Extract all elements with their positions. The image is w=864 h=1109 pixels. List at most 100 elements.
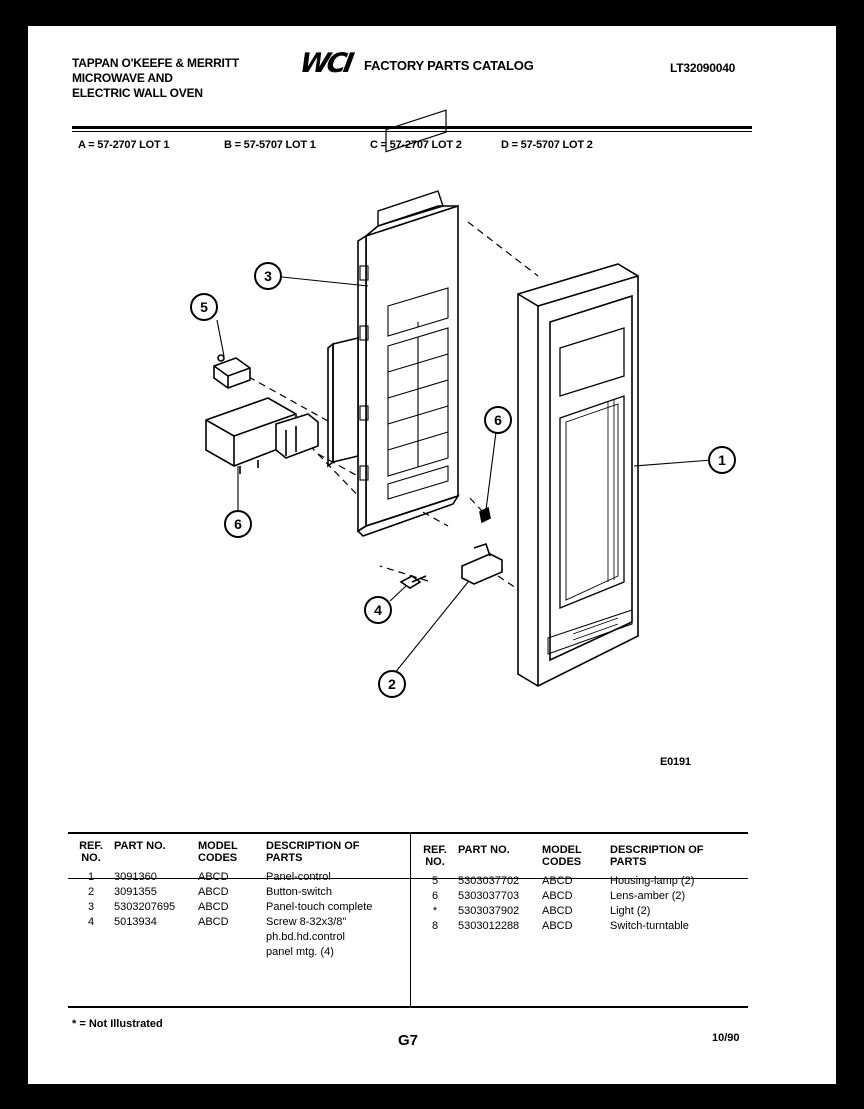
table-header-row: REF. NO. PART NO. MODEL CODES DESCRIPTIO…	[72, 840, 400, 870]
svg-text:6: 6	[494, 412, 502, 428]
desc-line: ph.bd.hd.control	[266, 931, 345, 943]
callout-4: 4	[364, 596, 392, 624]
panel-cover-part	[517, 263, 639, 687]
table-bottom-rule	[68, 1006, 748, 1008]
desc-cell: Screw 8-32x3/8" ph.bd.hd.control panel m…	[266, 915, 400, 960]
ref-cell: 6	[431, 890, 439, 902]
desc-line: panel mtg. (4)	[266, 946, 334, 958]
company-block: TAPPAN O'KEEFE & MERRITT MICROWAVE AND E…	[72, 56, 239, 101]
catalog-title: FACTORY PARTS CATALOG	[364, 58, 534, 73]
svg-text:2: 2	[388, 676, 396, 692]
catalog-date: 10/90	[712, 1032, 740, 1044]
part-cell: 5303207695	[114, 901, 176, 913]
part-cell: 5303037703	[458, 890, 520, 902]
header-part: PART NO.	[114, 840, 166, 852]
diagram-code: E0191	[660, 756, 691, 768]
parts-table-left: REF. NO. PART NO. MODEL CODES DESCRIPTIO…	[72, 840, 400, 960]
header-desc: DESCRIPTION OF PARTS	[610, 844, 704, 868]
callout-2: 2	[378, 670, 406, 698]
header-part: PART NO.	[458, 844, 510, 856]
model-cell: ABCD	[542, 890, 573, 902]
ref-cell: 8	[431, 920, 439, 932]
table-column-divider	[410, 834, 411, 1006]
table-header-row: REF. NO. PART NO. MODEL CODES DESCRIPTIO…	[416, 844, 724, 874]
model-cell: ABCD	[542, 920, 573, 932]
table-top-rule	[68, 832, 748, 834]
table-row: 3 5303207695 ABCD Panel-touch complete	[72, 900, 400, 915]
table-row: * 5303037902 ABCD Light (2)	[416, 904, 724, 919]
housing-lamp-part	[213, 354, 251, 389]
parts-table-right: REF. NO. PART NO. MODEL CODES DESCRIPTIO…	[416, 844, 724, 934]
part-cell: 3091355	[114, 886, 157, 898]
part-cell: 5303037702	[458, 875, 520, 887]
callout-6-switch: 6	[224, 510, 252, 538]
part-cell: 5303037902	[458, 905, 520, 917]
svg-text:3: 3	[264, 268, 272, 284]
desc-line: Screw 8-32x3/8"	[266, 916, 347, 928]
exploded-parts-diagram: 3 5 6 1 6 4 2	[190, 109, 736, 698]
lot-c: C = 57-2707 LOT 2	[370, 139, 462, 151]
header-model: MODEL CODES	[542, 844, 582, 868]
svg-text:5: 5	[200, 299, 208, 315]
button-switch-part	[461, 542, 503, 585]
model-cell: ABCD	[198, 886, 229, 898]
part-cell: 3091360	[114, 871, 157, 883]
company-line-3: ELECTRIC WALL OVEN	[72, 86, 203, 100]
desc-cell: Housing-lamp (2)	[610, 875, 695, 887]
ref-cell: 1	[87, 871, 95, 883]
callout-1: 1	[708, 446, 736, 474]
part-cell: 5303012288	[458, 920, 520, 932]
header-desc: DESCRIPTION OF PARTS	[266, 840, 360, 864]
desc-cell: Lens-amber (2)	[610, 890, 686, 902]
page-number: G7	[398, 1032, 419, 1049]
desc-cell: Panel-control	[266, 871, 331, 883]
ref-cell: *	[432, 905, 438, 917]
model-cell: ABCD	[198, 916, 229, 928]
lot-b: B = 57-5707 LOT 1	[224, 139, 316, 151]
catalog-page: TAPPAN O'KEEFE & MERRITT MICROWAVE AND E…	[28, 26, 836, 1084]
table-row: 2 3091355 ABCD Button-switch	[72, 885, 400, 900]
screw-part	[399, 575, 427, 589]
lot-a: A = 57-2707 LOT 1	[78, 139, 170, 151]
callout-6-lens: 6	[484, 406, 512, 434]
header-rule-thin	[72, 131, 752, 132]
svg-text:4: 4	[374, 602, 382, 618]
model-number: LT32090040	[670, 61, 736, 75]
table-row: 4 5013934 ABCD Screw 8-32x3/8" ph.bd.hd.…	[72, 915, 400, 960]
lens-amber-part	[479, 506, 491, 524]
desc-cell: Light (2)	[610, 905, 651, 917]
table-header-rule	[68, 878, 748, 879]
company-line-1: TAPPAN O'KEEFE & MERRITT	[72, 56, 239, 70]
callout-3: 3	[254, 262, 282, 290]
model-cell: ABCD	[542, 875, 573, 887]
ref-cell: 5	[431, 875, 439, 887]
table-row: 5 5303037702 ABCD Housing-lamp (2)	[416, 874, 724, 889]
table-row: 8 5303012288 ABCD Switch-turntable	[416, 919, 724, 934]
table-row: 1 3091360 ABCD Panel-control	[72, 870, 400, 885]
table-row: 6 5303037703 ABCD Lens-amber (2)	[416, 889, 724, 904]
company-line-2: MICROWAVE AND	[72, 71, 173, 85]
svg-text:6: 6	[234, 516, 242, 532]
control-panel-part	[327, 109, 460, 537]
callout-5: 5	[190, 293, 218, 321]
model-cell: ABCD	[198, 901, 229, 913]
header-ref: REF. NO.	[79, 840, 103, 864]
desc-cell: Switch-turntable	[610, 920, 689, 932]
ref-cell: 3	[87, 901, 95, 913]
part-cell: 5013934	[114, 916, 157, 928]
lot-d: D = 57-5707 LOT 2	[501, 139, 593, 151]
header-model: MODEL CODES	[198, 840, 238, 864]
model-cell: ABCD	[542, 905, 573, 917]
ref-cell: 2	[87, 886, 95, 898]
callouts: 3 5 6 1 6 4 2	[190, 262, 736, 698]
model-cell: ABCD	[198, 871, 229, 883]
desc-cell: Button-switch	[266, 886, 333, 898]
svg-text:1: 1	[718, 452, 726, 468]
desc-cell: Panel-touch complete	[266, 901, 373, 913]
not-illustrated-note: * = Not Illustrated	[72, 1018, 163, 1030]
header-rule-thick	[72, 126, 752, 129]
header-ref: REF. NO.	[423, 844, 447, 868]
leader-lines	[216, 276, 713, 675]
ref-cell: 4	[87, 916, 95, 928]
switch-turntable-part	[205, 397, 319, 474]
